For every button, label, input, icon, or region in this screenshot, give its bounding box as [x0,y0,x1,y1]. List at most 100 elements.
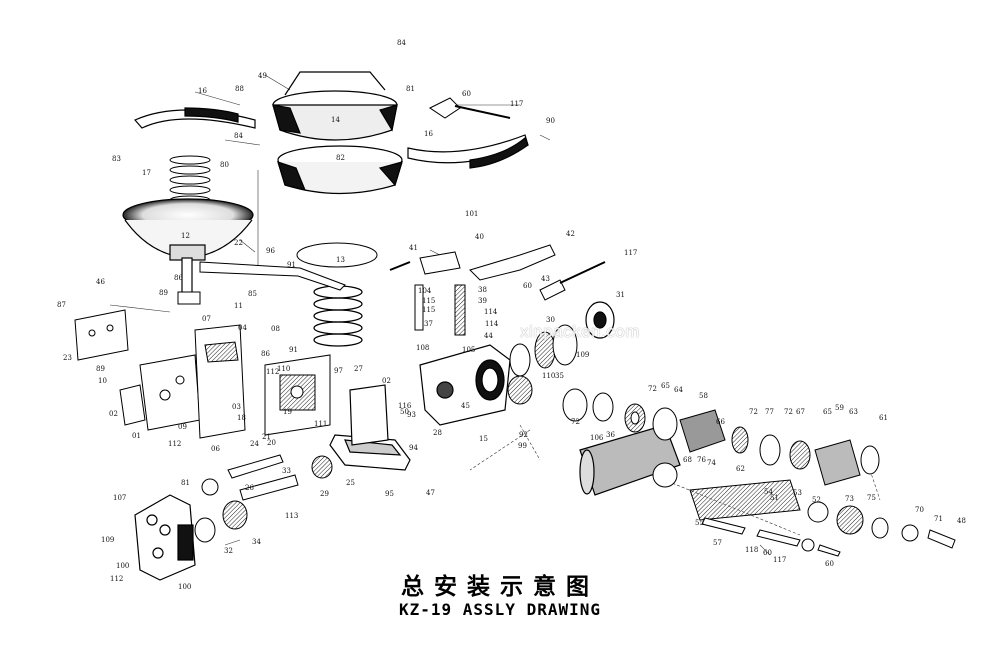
part-callout-label: 57 [713,539,722,547]
part-callout-label: 42 [566,230,575,238]
upper-small-parts [389,244,556,336]
part-callout-label: 29 [320,490,329,498]
part-callout-label: 105 [462,346,476,354]
top-lid-part [272,71,398,141]
part-callout-label: 26 [245,484,254,492]
part-callout-label: 72 [749,408,758,416]
part-callout-label: 107 [113,494,127,502]
part-callout-label: 72 [571,418,580,426]
part-callout-label: 91 [289,346,298,354]
lid-82-part [277,145,403,195]
part-callout-label: 03 [232,403,241,411]
part-callout-label: 60 [763,549,772,557]
plate-23-part [74,309,129,361]
part-callout-label: 100 [116,562,130,570]
part-callout-label: 50 [400,408,409,416]
part-callout-label: 51 [770,494,779,502]
part-callout-label: 49 [258,72,267,80]
part-callout-label: 101 [465,210,479,218]
part-callout-label: 16 [198,87,207,95]
part-callout-label: 63 [849,408,858,416]
part-callout-label: 61 [879,414,888,422]
part-callout-label: 16 [424,130,433,138]
part-callout-label: 65 [823,408,832,416]
part-callout-label: 73 [845,495,854,503]
part-callout-label: 112 [266,368,280,376]
part-callout-label: 06 [211,445,220,453]
part-callout-label: 36 [606,431,615,439]
part-callout-label: 11 [234,302,243,310]
part-callout-label: 43 [541,275,550,283]
part-callout-label: 110 [542,372,556,380]
part-callout-label: 62 [736,465,745,473]
part-callout-label: 117 [624,249,638,257]
part-callout-label: 37 [424,320,433,328]
part-callout-label: 115 [422,306,436,314]
plate-34-part [134,494,196,581]
part-callout-label: 27 [354,365,363,373]
part-callout-label: 02 [382,377,391,385]
drawing-title-chinese: 总安装示意图 [401,574,599,600]
part-callout-label: 112 [168,440,182,448]
block-center-part [264,354,331,436]
part-callout-label: 39 [478,297,487,305]
part-callout-label: 76 [697,456,706,464]
part-callout-label: 12 [181,232,190,240]
part-callout-label: 110 [277,365,291,373]
part-callout-label: 84 [397,39,406,47]
gear-train-part [507,324,614,422]
part-callout-label: 85 [248,290,257,298]
part-callout-label: 82 [336,154,345,162]
part-callout-label: 117 [773,556,787,564]
cylinder-51-part [579,424,681,496]
part-callout-label: 09 [178,423,187,431]
part-callout-label: 68 [683,456,692,464]
part-callout-label: 46 [96,278,105,286]
part-callout-label: 106 [590,434,604,442]
base-25-part [329,384,411,471]
part-callout-label: 83 [112,155,121,163]
part-callout-label: 87 [57,301,66,309]
part-callout-label: 02 [109,410,118,418]
part-callout-label: 65 [661,382,670,390]
part-callout-label: 109 [576,351,590,359]
part-callout-label: 14 [331,116,340,124]
part-callout-label: 15 [479,435,488,443]
part-callout-label: 112 [110,575,124,583]
frame-left-part [119,324,246,439]
part-callout-label: 32 [224,547,233,555]
clamp-band-right [407,134,529,169]
part-callout-label: 67 [796,408,805,416]
part-callout-label: 58 [699,392,708,400]
part-callout-label: 24 [250,440,259,448]
part-callout-label: 93 [407,411,416,419]
part-callout-label: 84 [234,132,243,140]
part-callout-label: 45 [461,402,470,410]
part-callout-label: 33 [282,467,291,475]
part-callout-label: 114 [484,308,498,316]
part-callout-label: 21 [262,433,271,441]
part-callout-label: 13 [336,256,345,264]
part-callout-label: 44 [484,332,493,340]
part-callout-label: 74 [707,459,716,467]
part-callout-label: 96 [266,247,275,255]
watermark: xinpacken.com [520,322,640,341]
part-callout-label: 115 [422,297,436,305]
part-callout-label: 72 [784,408,793,416]
part-callout-label: 86 [261,350,270,358]
part-callout-label: 88 [235,85,244,93]
part-callout-label: 89 [159,289,168,297]
part-callout-label: 91 [287,261,296,269]
part-callout-label: 20 [267,439,276,447]
part-callout-label: 116 [398,402,412,410]
part-callout-label: 75 [867,494,876,502]
part-callout-label: 31 [616,291,625,299]
part-callout-label: 35 [555,372,564,380]
shaft-group-part [194,454,333,543]
part-callout-label: 72 [648,385,657,393]
part-callout-label: 118 [745,546,759,554]
part-callout-label: 34 [252,538,261,546]
part-callout-label: 100 [178,583,192,591]
part-callout-label: 108 [416,344,430,352]
part-callout-label: 109 [101,536,115,544]
